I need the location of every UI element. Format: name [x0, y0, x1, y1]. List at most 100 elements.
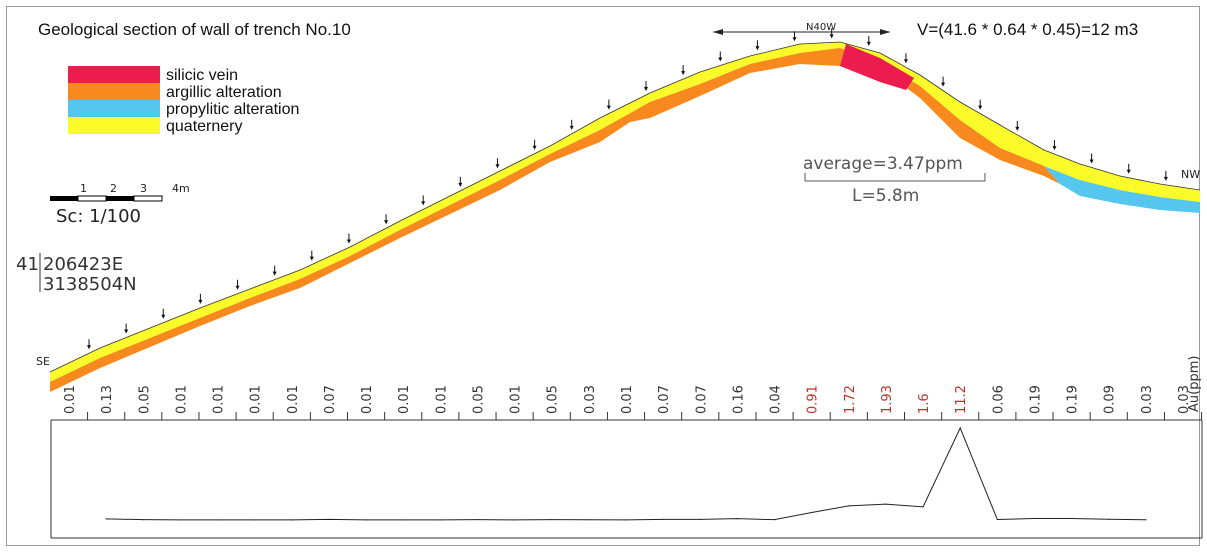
au-profile-point	[1108, 518, 1110, 520]
sample-value: 0.03	[583, 385, 598, 414]
sample-arrows	[87, 28, 1168, 350]
sample-value: 0.01	[509, 385, 524, 414]
sample-value: 11.2	[954, 385, 969, 414]
legend-label: quaternery	[166, 118, 243, 135]
sample-value: 0.07	[657, 385, 672, 414]
sample-value: 0.13	[100, 385, 115, 414]
sample-arrow-head	[346, 239, 351, 244]
au-profile-point	[1145, 519, 1147, 521]
sample-value: 0.05	[546, 385, 561, 414]
sample-arrow-head	[681, 71, 686, 76]
sample-value: 0.91	[806, 385, 821, 414]
drawing-frame	[6, 6, 1200, 546]
sample-values: 0.01 0.13 0.05 0.01 0.01 0.01 0.01 0.07 0.01 0.01…	[63, 385, 1192, 414]
end-label-se: SE	[36, 355, 50, 368]
sample-value: 0.01	[63, 385, 78, 414]
sample-arrow-head	[1015, 126, 1020, 131]
scale-tick-3: 3	[140, 182, 147, 195]
sample-value: 0.16	[731, 385, 746, 414]
northing: 3138504N	[43, 274, 137, 295]
sample-arrow-head	[161, 314, 166, 319]
surface-line	[49, 41, 1201, 373]
sample-arrow-head	[235, 285, 240, 290]
sample-value: 0.03	[1140, 385, 1155, 414]
sample-arrow-head	[755, 46, 760, 51]
sample-arrow-head	[458, 182, 463, 187]
sample-arrow-head	[309, 256, 314, 261]
sample-arrow-head	[495, 164, 500, 169]
au-profile-point	[625, 519, 627, 521]
sample-value: 0.05	[471, 385, 486, 414]
sample-value: 1.6	[917, 393, 932, 414]
sample-arrow-head	[532, 145, 537, 150]
au-profile-point	[514, 519, 516, 521]
scale-bar	[50, 195, 163, 202]
au-profile-point	[662, 518, 664, 521]
sample-arrow-head	[903, 59, 908, 64]
au-profile-point	[1071, 517, 1073, 520]
sample-value: 0.09	[1103, 385, 1118, 414]
au-profile-point	[811, 511, 813, 514]
scale-tick-1: 1	[80, 182, 87, 195]
drawing-title: Geological section of wall of trench No.…	[38, 20, 351, 39]
sample-arrow-head	[866, 41, 871, 46]
au-profile-point	[476, 518, 479, 521]
sample-value: 1.93	[880, 385, 895, 414]
sample-arrow-head	[87, 345, 91, 350]
au-profile-point	[328, 518, 330, 521]
sample-arrow-head	[941, 82, 946, 87]
au-profile-point	[1033, 517, 1036, 520]
sample-value: 0.01	[620, 385, 635, 414]
au-profile-point	[179, 519, 181, 521]
sample-arrow-head	[1089, 159, 1094, 164]
sample-value: 1.72	[843, 385, 858, 414]
legend-label: propylitic alteration	[166, 101, 299, 118]
sample-arrow-head	[124, 329, 129, 334]
sample-arrow-head	[606, 105, 611, 110]
au-profile-point	[105, 518, 107, 520]
au-profile-point	[291, 519, 293, 521]
au-profile-point	[402, 519, 404, 521]
sample-arrow-head	[1052, 146, 1057, 151]
quaternary-layer	[50, 42, 1200, 382]
sample-value: 0.19	[1028, 385, 1043, 414]
sample-value: 0.05	[137, 385, 152, 414]
easting: 206423E	[43, 254, 123, 275]
average-value: average=3.47ppm	[803, 154, 963, 174]
sample-arrow-head	[718, 57, 723, 62]
sample-arrow-head	[978, 105, 983, 110]
sample-value: 0.01	[360, 385, 375, 414]
average-bracket	[804, 173, 986, 182]
legend-swatch	[68, 100, 160, 117]
sample-arrow-head	[1163, 176, 1168, 181]
end-label-nw: NW	[1181, 168, 1200, 181]
sample-arrow-head	[384, 220, 389, 225]
legend-label: argillic alteration	[166, 84, 282, 101]
legend-swatch	[68, 66, 160, 83]
sample-value: 0.07	[694, 385, 709, 414]
legend-label: silicic vein	[166, 67, 238, 84]
sample-arrow-head	[829, 34, 834, 39]
sample-value: 0.01	[397, 385, 412, 414]
sample-arrow-head	[792, 37, 797, 42]
au-profile-point	[996, 518, 998, 521]
geological-section	[49, 41, 1201, 392]
au-profile-point	[773, 519, 776, 521]
au-profile-point	[588, 519, 590, 521]
au-profile-line	[106, 426, 1146, 521]
au-profile-point	[254, 519, 256, 521]
au-axis-label: Au(ppm)	[1187, 356, 1202, 412]
sample-value: 0.06	[991, 385, 1006, 414]
sample-arrow-head	[198, 299, 203, 304]
sample-arrow-head	[644, 87, 648, 91]
au-profile-chart	[105, 426, 1147, 521]
sample-value: 0.01	[174, 385, 189, 414]
au-profile-point	[736, 518, 739, 520]
sample-value: 0.01	[434, 385, 449, 414]
sample-value: 0.04	[769, 385, 784, 414]
sample-arrow-head	[569, 125, 574, 130]
au-profile-point	[142, 518, 144, 521]
utm-zone: 41	[16, 254, 39, 275]
